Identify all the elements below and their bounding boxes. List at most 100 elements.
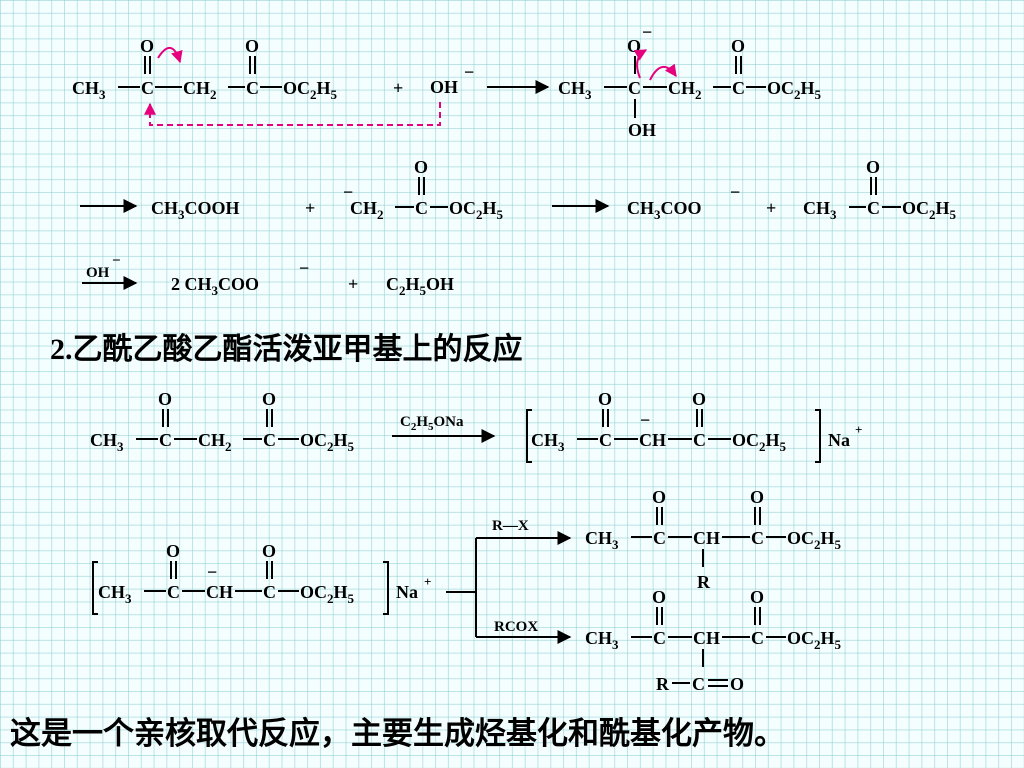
svg-text:C: C [751,628,764,648]
svg-text:C: C [141,78,154,98]
svg-text:O: O [692,389,706,409]
carbonyl-oxygen: O [245,36,259,56]
svg-text:−: − [464,62,474,82]
svg-text:O: O [652,587,666,607]
svg-text:CH2: CH2 [198,430,232,454]
svg-text:−: − [730,182,740,202]
svg-text:CH: CH [639,430,666,450]
svg-text:CH: CH [693,628,720,648]
svg-text:C: C [867,198,880,218]
svg-text:C: C [692,674,705,694]
svg-text:O: O [730,674,744,694]
svg-text:C: C [628,78,641,98]
svg-text:CH2: CH2 [668,78,702,102]
acetate-ion: CH3COO [627,198,702,222]
svg-text:CH: CH [693,528,720,548]
svg-text:O: O [627,36,641,56]
svg-text:−: − [642,22,652,42]
svg-text:R: R [656,674,670,694]
ethyl-acetoacetate-reactant: CH3 C O CH2 C O OC2H5 [72,36,338,102]
svg-text:Na: Na [828,430,850,450]
hydroxide-ion: OH − [430,62,474,97]
alkylation-product: CH3 C O CH R C O OC2H5 [585,487,842,592]
svg-text:+: + [424,574,431,589]
svg-text:CH3: CH3 [531,430,565,454]
svg-text:CH3: CH3 [90,430,124,454]
svg-text:OC2H5: OC2H5 [449,198,504,222]
svg-text:OC2H5: OC2H5 [300,582,355,606]
svg-text:C: C [415,198,428,218]
ethyl-acetate: CH3 C O OC2H5 [803,157,957,222]
ester-enolate-carbanion: − CH2 C O OC2H5 [343,157,504,222]
svg-text:C: C [653,628,666,648]
section-title: 乙酰乙酸乙酯活泼亚甲基上的反应 [72,332,523,367]
svg-text:C: C [693,430,706,450]
svg-text:O: O [414,157,428,177]
svg-text:OC2H5: OC2H5 [787,528,842,552]
plus-sign: + [393,78,403,98]
svg-text:O: O [750,487,764,507]
svg-text:O: O [866,157,880,177]
ethanol: C2H5OH [386,274,454,298]
reagent-alkyl-halide: R—X [492,518,529,534]
svg-text:CH3: CH3 [585,628,619,652]
svg-text:C: C [599,430,612,450]
svg-text:CH: CH [206,582,233,602]
svg-text:CH2: CH2 [350,198,384,222]
svg-text:C: C [263,582,276,602]
svg-text:CH3: CH3 [98,582,132,606]
svg-text:O: O [166,541,180,561]
svg-text:OC2H5: OC2H5 [787,628,842,652]
svg-text:O: O [652,487,666,507]
svg-text:R: R [697,572,711,592]
svg-text:C: C [167,582,180,602]
svg-text:−: − [343,182,353,202]
svg-text:CH3: CH3 [72,78,106,102]
reagent-sodium-ethoxide: C2H5ONa [400,414,464,433]
acetate-ion-product: 2 CH3COO [171,274,259,298]
svg-text:O: O [262,541,276,561]
sodium-enolate-reactant: CH3 C O − CH C O OC2H5 Na + [92,541,431,615]
ethyl-acetoacetate: CH3 C O CH2 C O OC2H5 [90,389,355,454]
svg-text:C: C [246,78,259,98]
reagent-acyl-halide: RCOX [494,619,538,635]
svg-text:O: O [731,36,745,56]
svg-text:O: O [598,389,612,409]
section-number: 2. [50,333,73,366]
svg-text:CH3: CH3 [803,198,837,222]
svg-text:+: + [348,274,358,294]
svg-text:OC2H5: OC2H5 [732,430,787,454]
section-heading: 2.乙酰乙酸乙酯活泼亚甲基上的反应 [50,324,523,368]
svg-text:C: C [732,78,745,98]
svg-text:−: − [207,562,217,582]
svg-text:OC2H5: OC2H5 [767,78,822,102]
sodium-enolate-salt: CH3 C O − CH C O OC2H5 Na + [526,389,862,463]
svg-text:CH3: CH3 [585,528,619,552]
svg-text:O: O [750,587,764,607]
svg-text:C: C [751,528,764,548]
svg-text:OH: OH [430,77,458,97]
svg-text:CH3: CH3 [558,78,592,102]
svg-text:OH: OH [628,120,656,140]
svg-text:C: C [159,430,172,450]
svg-text:−: − [299,258,309,278]
svg-text:C: C [653,528,666,548]
svg-text:−: − [112,253,121,269]
acylation-product: CH3 C O CH R C O C O OC2H5 [585,587,842,694]
svg-text:CH2: CH2 [183,78,217,102]
svg-text:+: + [855,422,862,437]
svg-text:Na: Na [396,582,418,602]
conclusion-text: 这是一个亲核取代反应，主要生成烃基化和酰基化产物。 [10,716,785,752]
svg-text:C: C [263,430,276,450]
svg-text:O: O [158,389,172,409]
svg-text:O: O [262,389,276,409]
svg-text:OC2H5: OC2H5 [283,78,338,102]
svg-text:+: + [766,198,776,218]
svg-text:−: − [640,410,650,430]
tetrahedral-intermediate: CH3 C O − OH CH2 C O OC2H5 [558,22,822,140]
svg-text:OH: OH [86,265,110,281]
carbonyl-oxygen: O [140,36,154,56]
svg-text:+: + [305,198,315,218]
acetic-acid: CH3COOH [151,198,240,222]
